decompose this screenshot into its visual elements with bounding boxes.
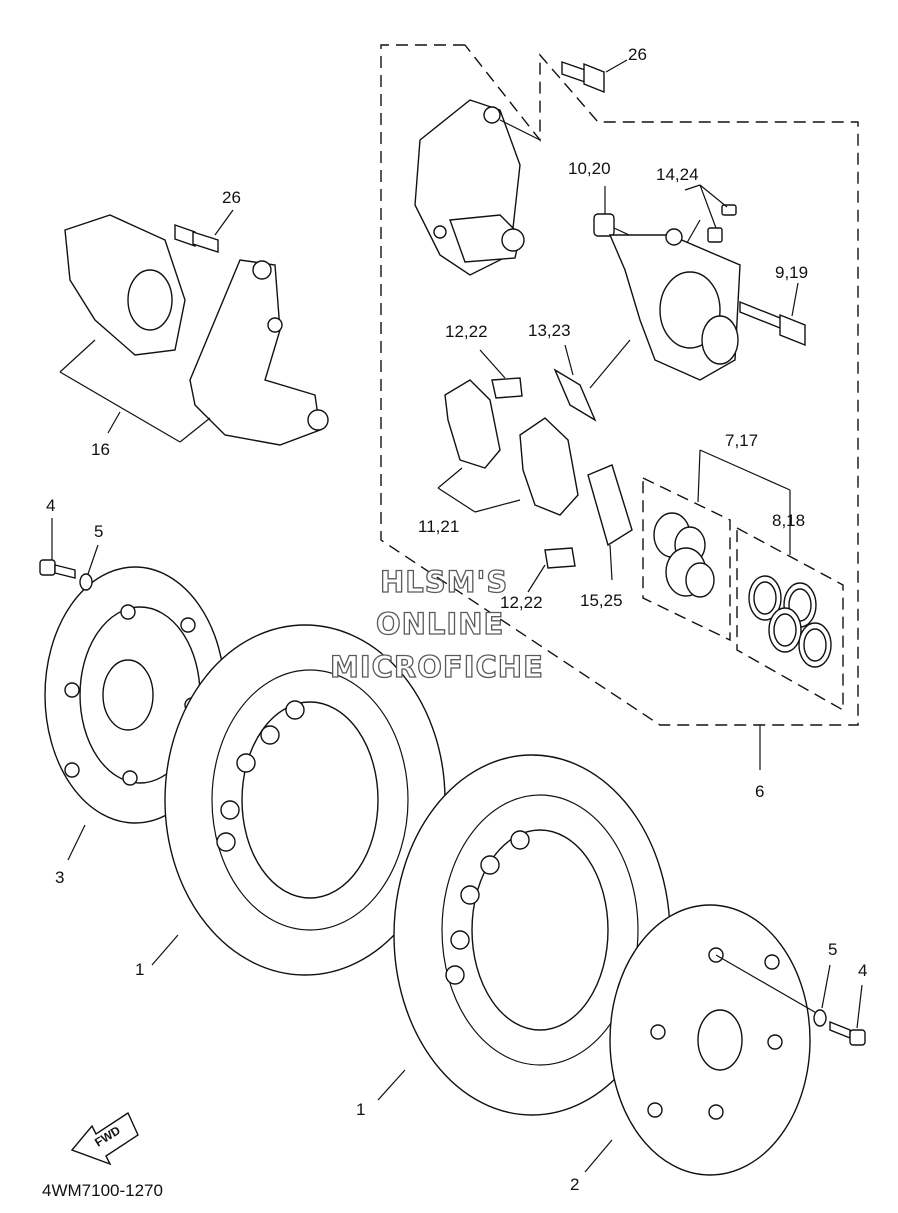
callout-10-20: 10,20: [568, 159, 611, 178]
bolt-26-top: [561, 59, 628, 94]
callout-15-25: 15,25: [580, 591, 623, 610]
bolt-4-washer-5-left: [39, 518, 99, 591]
bleed-screw: [593, 186, 641, 241]
pistons: [653, 449, 791, 598]
callout-26-top: 26: [628, 45, 647, 64]
callout-26-left: 26: [222, 188, 241, 207]
hub-plate: [584, 904, 826, 1176]
caliper-body: [608, 228, 741, 381]
callout-4-left: 4: [46, 496, 55, 515]
diagram-code: 4WM7100-1270: [42, 1181, 163, 1200]
pad-spring-lower: [527, 547, 576, 593]
piston-kit-box: [642, 476, 731, 642]
piston-seals: [748, 575, 832, 668]
callout-9-19: 9,19: [775, 263, 808, 282]
callout-11-21: 11,21: [418, 517, 459, 536]
callout-12-22-lower: 12,22: [500, 593, 543, 612]
watermark-line-3: MICROFICHE: [330, 650, 544, 684]
callout-6: 6: [755, 782, 764, 801]
callout-16: 16: [91, 440, 110, 459]
brake-disc-lower: [377, 754, 671, 1116]
pad-spring-upper: [479, 349, 523, 399]
callout-1-lower: 1: [356, 1100, 365, 1119]
callout-14-24: 14,24: [656, 165, 699, 184]
callout-2: 2: [570, 1175, 579, 1194]
callout-5-left: 5: [94, 522, 103, 541]
watermark-line-1: HLSM'S: [380, 565, 508, 599]
callout-7-17: 7,17: [725, 431, 758, 450]
caliper-assembly-16: [59, 209, 329, 446]
callout-12-22-upper: 12,22: [445, 322, 488, 341]
callout-3: 3: [55, 868, 64, 887]
fwd-arrow-icon: FWD: [70, 1111, 139, 1166]
callout-1-upper: 1: [135, 960, 144, 979]
watermark-line-2: ONLINE: [376, 607, 504, 641]
callout-4-right: 4: [858, 961, 867, 980]
pad-support: [553, 339, 631, 422]
brake-pads: [437, 379, 579, 516]
pin-bolt: [739, 282, 806, 347]
assembly-6-boundary: [380, 44, 859, 726]
brake-disc-upper: [151, 624, 446, 976]
seal-kit-box: [736, 526, 844, 712]
pad-shim: [587, 464, 633, 581]
callout-5-right: 5: [828, 940, 837, 959]
bolt-4-washer-5-right: [813, 964, 866, 1046]
callout-13-23: 13,23: [528, 321, 571, 340]
pad-pin-screw: [679, 184, 737, 256]
callout-8-18: 8,18: [772, 511, 805, 530]
caliper-bracket: [414, 99, 541, 276]
